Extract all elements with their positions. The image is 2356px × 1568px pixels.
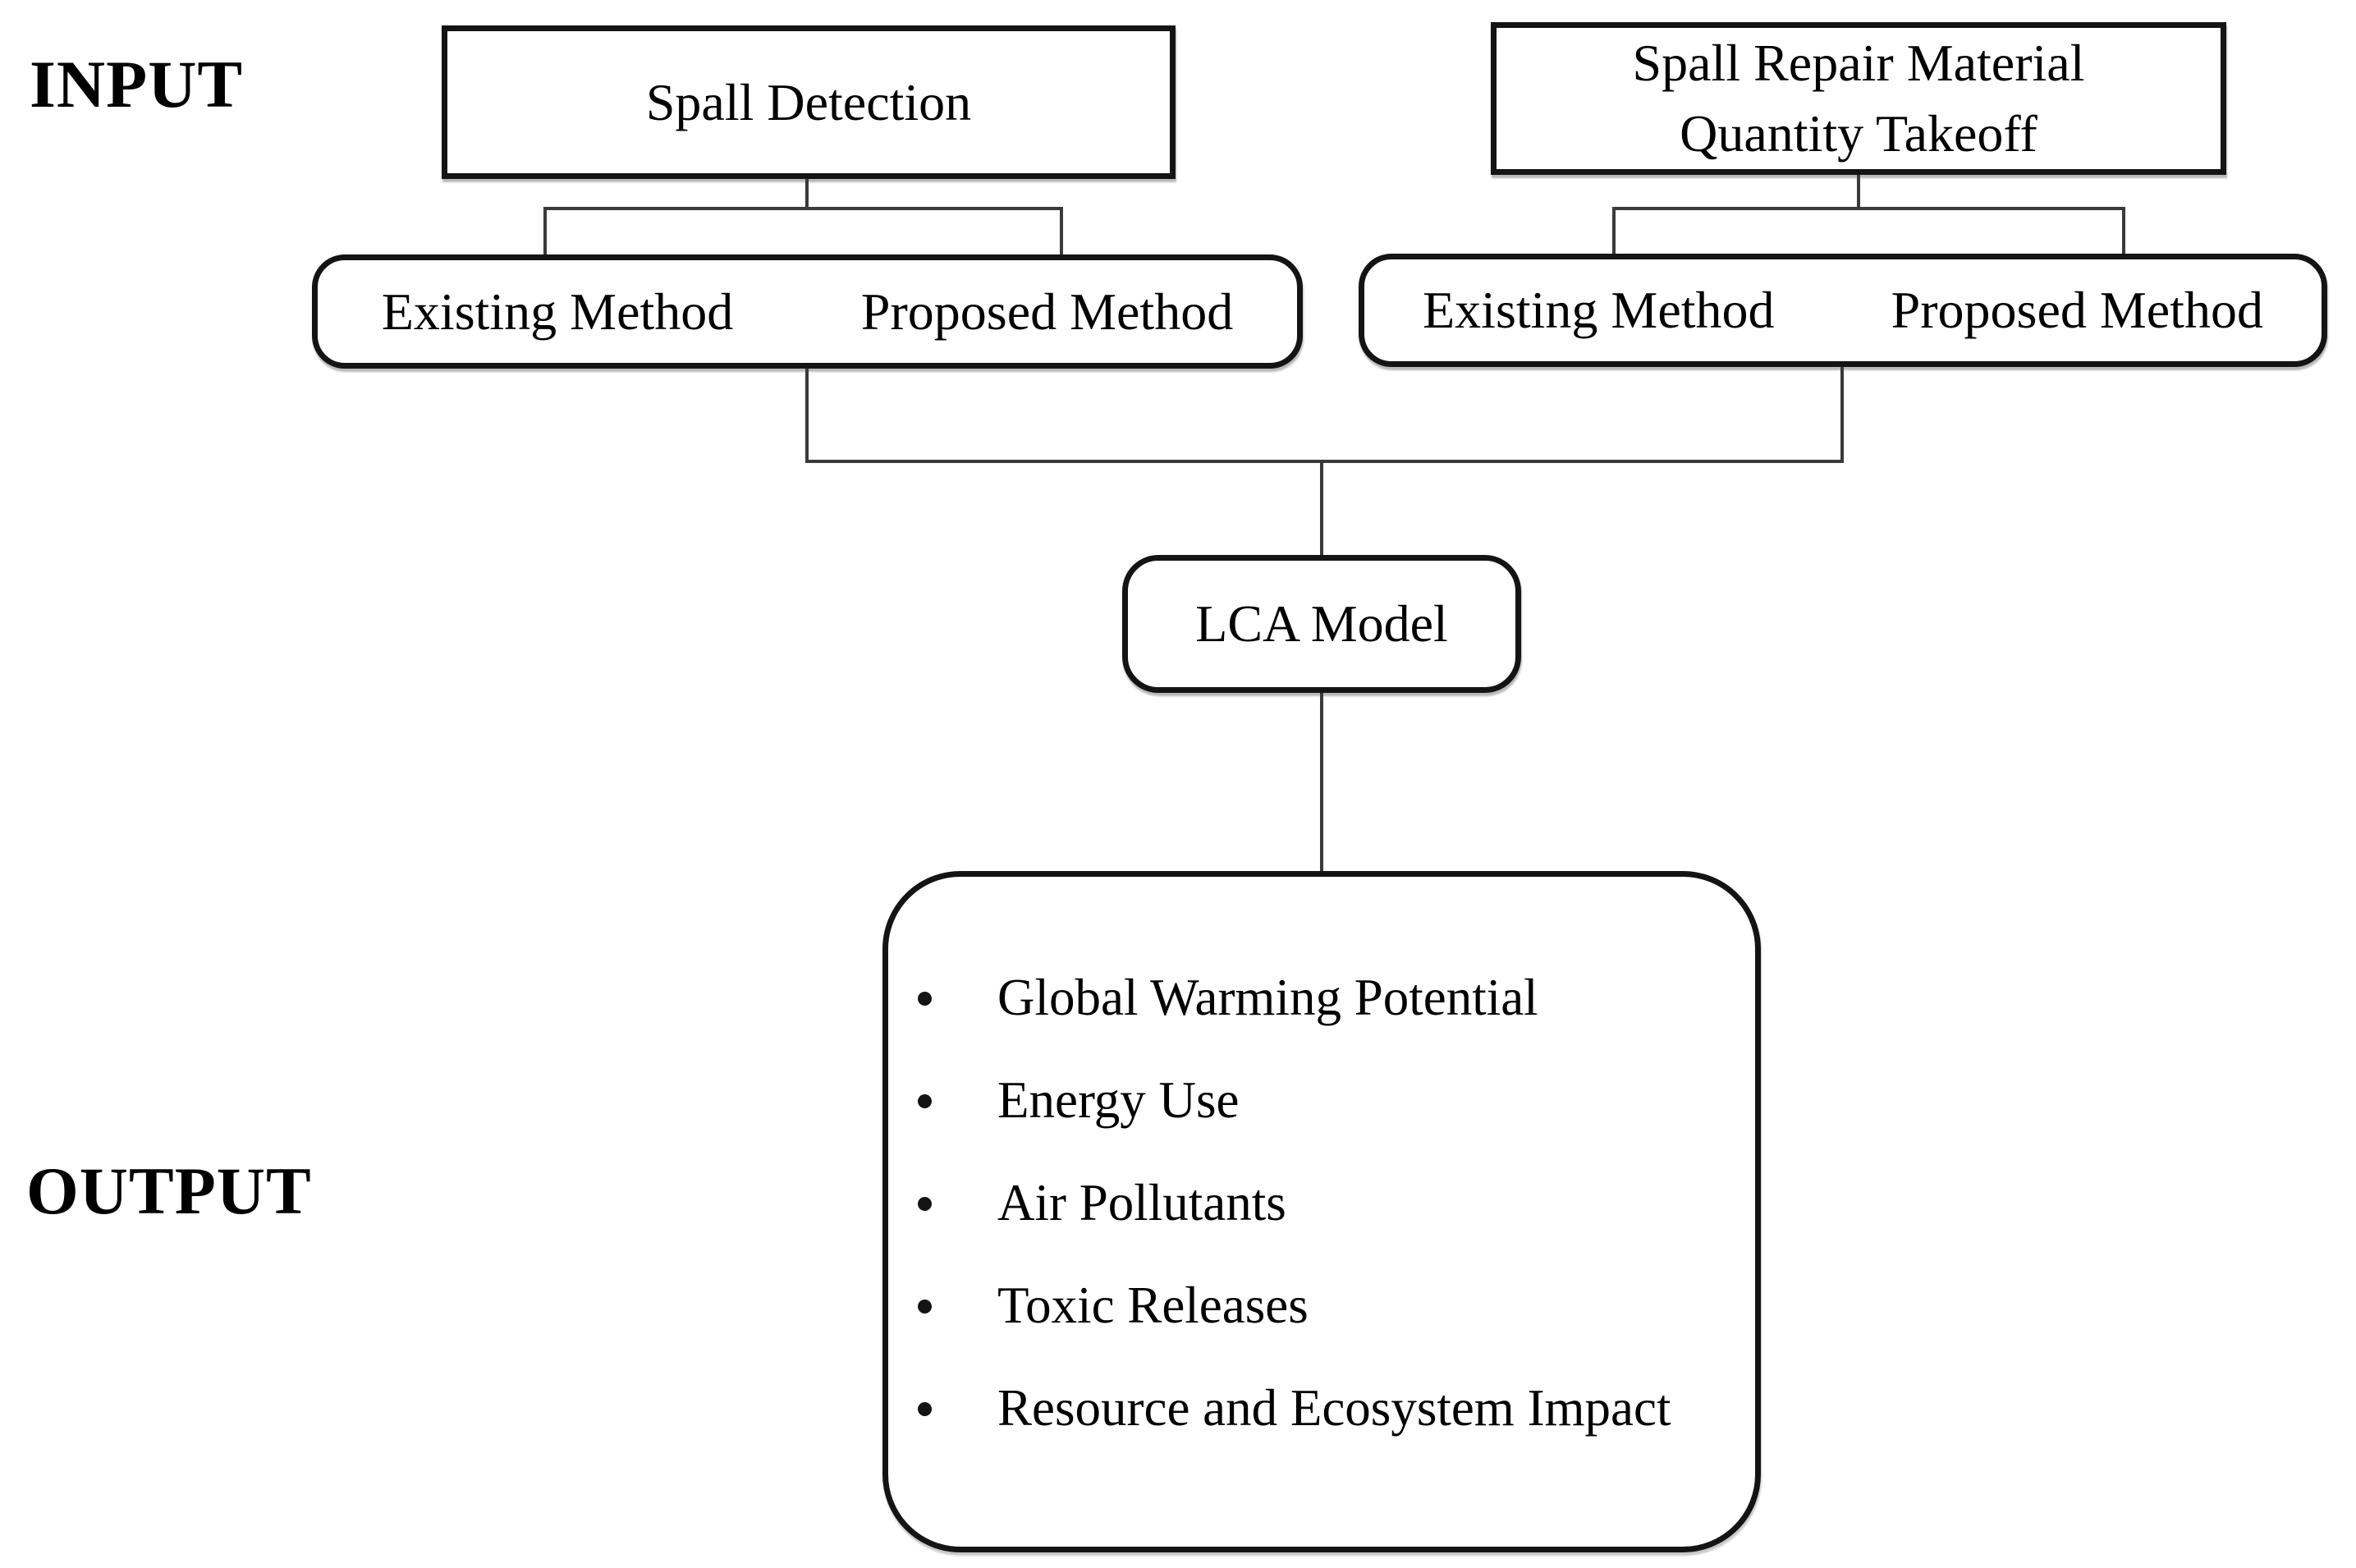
output-list-item-label: Resource and Ecosystem Impact: [997, 1379, 1671, 1437]
connector-quantity-takeoff-bracket-left-stub: [1612, 207, 1616, 254]
quantity-takeoff-box: Spall Repair Material Quantity Takeoff: [1491, 22, 2226, 175]
bullet-icon: [918, 1093, 932, 1108]
connector-merge-to-lca-stem: [1320, 460, 1323, 558]
connector-merge-horizontal: [805, 460, 1844, 463]
lca-model-box: LCA Model: [1122, 555, 1521, 693]
connector-right-methods-stem: [1840, 367, 1844, 463]
spall-detection-methods-box: Existing Method Proposed Method: [312, 254, 1303, 369]
output-list-item-label: Global Warming Potential: [997, 969, 1538, 1026]
quantity-takeoff-title: Spall Repair Material Quantity Takeoff: [1632, 34, 2085, 163]
connector-quantity-takeoff-bracket: [1612, 207, 2125, 210]
spall-detection-title: Spall Detection: [645, 72, 972, 131]
output-list-item: Resource and Ecosystem Impact: [888, 1357, 1755, 1460]
connector-spall-detection-bracket: [543, 207, 1063, 210]
connector-quantity-takeoff-bracket-right-stub: [2122, 207, 2125, 254]
bullet-icon: [918, 1401, 932, 1416]
output-list-item: Global Warming Potential: [888, 947, 1755, 1049]
connector-lca-to-output-stem: [1320, 693, 1323, 871]
quantity-takeoff-methods-box: Existing Method Proposed Method: [1359, 254, 2327, 367]
bullet-icon: [918, 1299, 932, 1314]
output-section-label: OUTPUT: [26, 1153, 312, 1228]
quantity-takeoff-existing-method-label: Existing Method: [1423, 281, 1775, 339]
connector-quantity-takeoff-stem: [1857, 175, 1860, 210]
connector-spall-detection-stem: [805, 179, 809, 210]
input-section-label: INPUT: [30, 47, 244, 121]
spall-detection-box: Spall Detection: [442, 25, 1176, 179]
output-list-item: Toxic Releases: [888, 1254, 1755, 1357]
spall-detection-proposed-method-label: Proposed Method: [860, 282, 1234, 341]
spall-detection-existing-method-label: Existing Method: [381, 282, 734, 341]
bullet-icon: [918, 991, 932, 1006]
bullet-icon: [918, 1196, 932, 1211]
output-list-item-label: Energy Use: [997, 1071, 1240, 1129]
connector-left-methods-stem: [805, 369, 809, 463]
output-list-item: Energy Use: [888, 1049, 1755, 1152]
lca-model-title: LCA Model: [1195, 594, 1448, 653]
connector-spall-detection-bracket-left-stub: [543, 207, 547, 254]
output-list-item-label: Toxic Releases: [997, 1277, 1309, 1334]
connector-spall-detection-bracket-right-stub: [1060, 207, 1063, 254]
output-list-item: Air Pollutants: [888, 1152, 1755, 1254]
quantity-takeoff-proposed-method-label: Proposed Method: [1891, 281, 2263, 339]
output-list-item-label: Air Pollutants: [997, 1174, 1286, 1231]
